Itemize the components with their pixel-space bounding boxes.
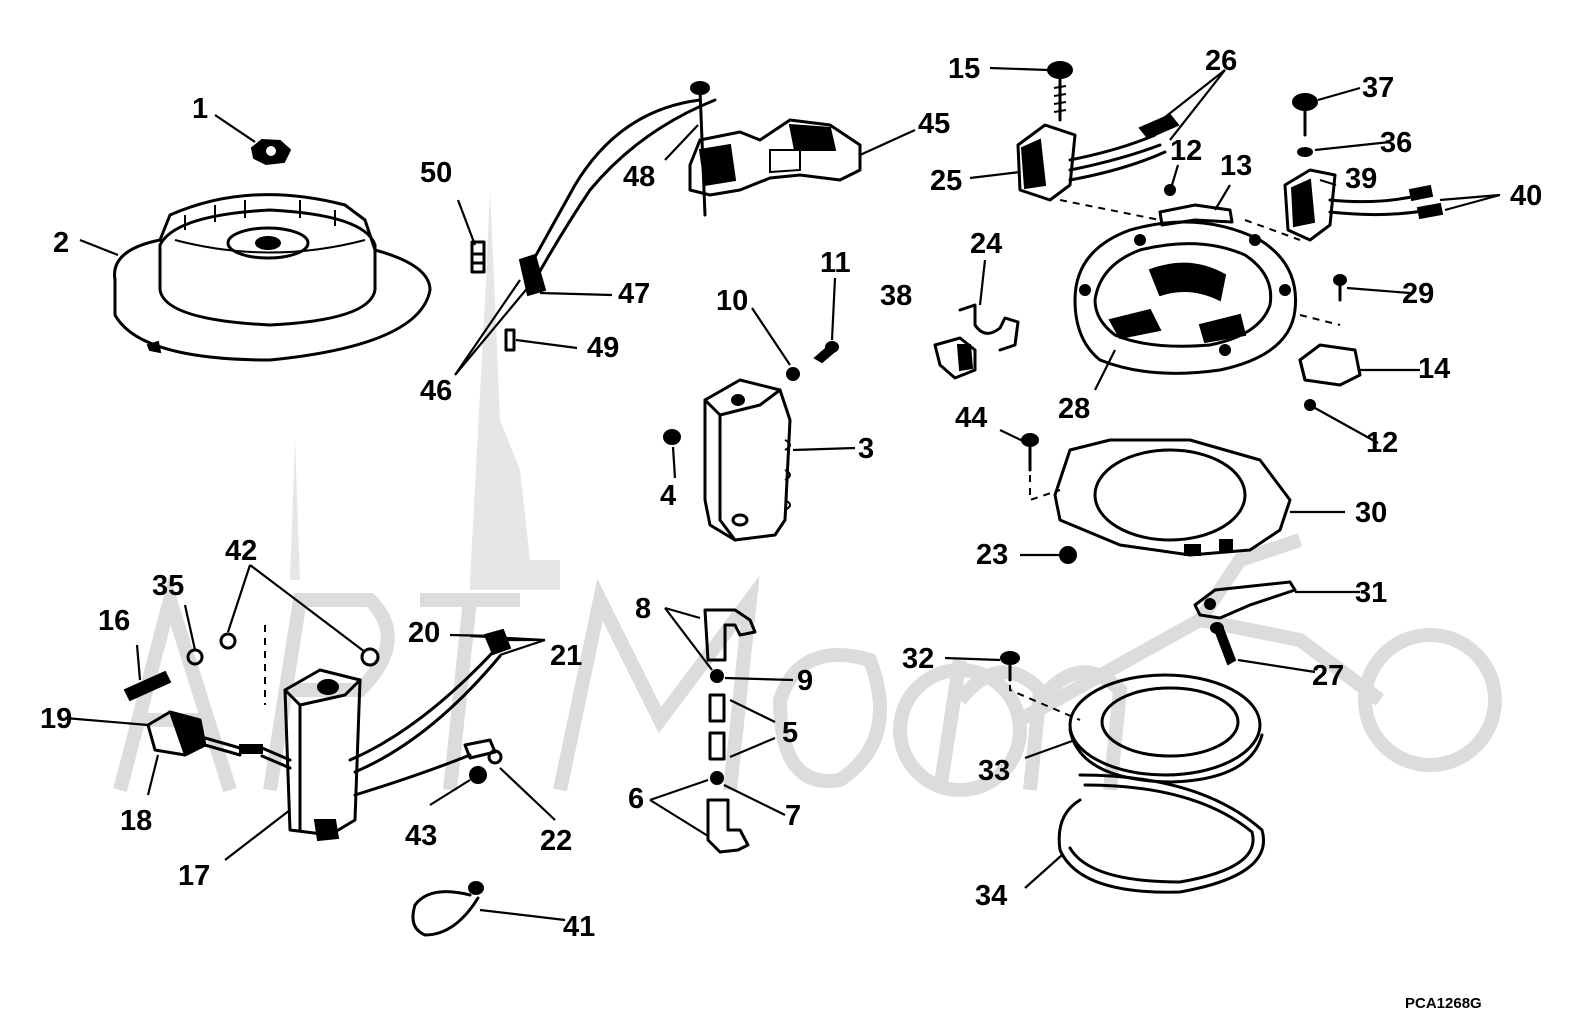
callout-26: 26 <box>1205 45 1237 77</box>
part-14-cam-follower <box>1298 343 1362 387</box>
callout-31: 31 <box>1355 577 1387 609</box>
part-40-terminals <box>1408 184 1444 220</box>
callout-20: 20 <box>408 617 440 649</box>
callout-labels: 1 2 3 4 5 6 7 8 9 10 11 12 12 13 14 15 1… <box>40 45 1542 943</box>
callout-47: 47 <box>618 278 650 310</box>
callout-9: 9 <box>797 665 813 697</box>
callout-29: 29 <box>1402 278 1434 310</box>
callout-42: 42 <box>225 535 257 567</box>
part-30-retainer-plate <box>1053 438 1292 557</box>
part-1-flywheel-nut <box>250 138 292 166</box>
callout-43: 43 <box>405 820 437 852</box>
callout-39: 39 <box>1345 163 1377 195</box>
diagram-code: PCA1268G <box>1405 995 1482 1012</box>
callout-21: 21 <box>550 640 582 672</box>
part-9-spring <box>710 669 724 683</box>
callout-4: 4 <box>660 480 676 512</box>
part-6-boot <box>706 798 750 854</box>
part-22-terminal <box>487 749 503 765</box>
callout-14: 14 <box>1418 353 1450 385</box>
callout-23: 23 <box>976 539 1008 571</box>
callout-36: 36 <box>1380 127 1412 159</box>
callout-40: 40 <box>1510 180 1542 212</box>
part-18-lead <box>203 736 292 770</box>
callout-25: 25 <box>930 165 962 197</box>
callout-10: 10 <box>716 285 748 317</box>
watermark <box>113 190 1502 797</box>
callout-18: 18 <box>120 805 152 837</box>
part-11-screw <box>813 341 839 364</box>
part-2-flywheel <box>113 193 432 362</box>
callout-6: 6 <box>628 783 644 815</box>
callout-41: 41 <box>563 911 595 943</box>
part-27-screw <box>1210 622 1237 666</box>
part-3-power-pack <box>703 378 792 542</box>
part-33-support-ring <box>1068 673 1264 784</box>
part-44-screw <box>1021 433 1039 472</box>
callout-35: 35 <box>152 570 184 602</box>
callout-45: 45 <box>918 108 950 140</box>
part-4-nut <box>663 429 681 445</box>
part-34-retaining-ring <box>1057 773 1265 894</box>
part-49-pin <box>504 328 516 352</box>
part-45-48-armature-plate <box>518 81 862 297</box>
part-29-screw <box>1333 274 1347 302</box>
part-16-spring <box>123 670 172 702</box>
part-37-screw <box>1292 93 1318 137</box>
callout-34: 34 <box>975 880 1007 912</box>
callout-19: 19 <box>40 703 72 735</box>
callout-44: 44 <box>955 402 987 434</box>
callout-17: 17 <box>178 860 210 892</box>
part-5-springs <box>708 693 726 761</box>
part-10-washer <box>786 367 800 381</box>
part-12-screws <box>1164 184 1316 411</box>
callout-5: 5 <box>782 717 798 749</box>
part-31-bracket <box>1193 580 1297 620</box>
callout-30: 30 <box>1355 497 1387 529</box>
part-7-spring <box>710 771 724 785</box>
leader-lines <box>64 66 1501 922</box>
part-36-washer <box>1297 147 1313 157</box>
callout-46: 46 <box>420 375 452 407</box>
callout-12-bottom: 12 <box>1366 427 1398 459</box>
callout-13: 13 <box>1220 150 1252 182</box>
callout-49: 49 <box>587 332 619 364</box>
part-17-ignition-coil <box>283 628 512 842</box>
assembly-lines <box>264 199 1341 721</box>
callout-7: 7 <box>785 800 801 832</box>
callout-37: 37 <box>1362 72 1394 104</box>
callout-50: 50 <box>420 157 452 189</box>
callout-24: 24 <box>970 228 1002 260</box>
part-25-stator-coil <box>1016 113 1180 202</box>
callout-2: 2 <box>53 227 69 259</box>
callout-22: 22 <box>540 825 572 857</box>
callout-27: 27 <box>1312 660 1344 692</box>
callout-8: 8 <box>635 593 651 625</box>
callout-16: 16 <box>98 605 130 637</box>
part-19-boot <box>146 710 207 757</box>
part-8-boot <box>703 608 757 662</box>
part-41-clamp <box>411 881 484 937</box>
part-23-nut <box>1059 546 1077 564</box>
part-50-clip <box>470 240 486 274</box>
callout-32: 32 <box>902 643 934 675</box>
callout-28: 28 <box>1058 393 1090 425</box>
callout-12-top: 12 <box>1170 135 1202 167</box>
callout-11: 11 <box>820 247 851 279</box>
part-38-connector <box>933 336 977 380</box>
callout-15: 15 <box>948 53 980 85</box>
part-32-screw <box>1000 651 1020 682</box>
callout-3: 3 <box>858 433 874 465</box>
callout-38: 38 <box>880 280 912 312</box>
part-43-nut <box>469 766 487 784</box>
callout-1: 1 <box>192 93 208 125</box>
part-15-screw <box>1047 61 1073 122</box>
callout-48: 48 <box>623 161 655 193</box>
part-13-timing-bracket <box>1158 203 1234 227</box>
part-24-clip <box>958 303 1020 352</box>
part-42-washers <box>219 632 380 667</box>
part-28-stator-plate <box>1073 220 1298 375</box>
callout-33: 33 <box>978 755 1010 787</box>
